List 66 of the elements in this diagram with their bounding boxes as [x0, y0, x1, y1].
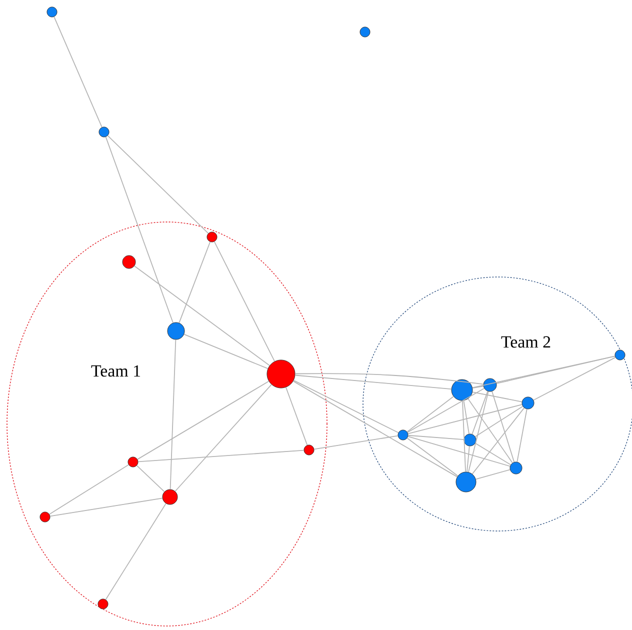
- network-link: [50, 498, 163, 517]
- network-link: [533, 356, 616, 401]
- network-link: [170, 339, 176, 490]
- network-link: [462, 400, 466, 472]
- network-link: [134, 266, 270, 366]
- network-link: [294, 374, 452, 390]
- network-link: [474, 442, 512, 466]
- network-node: [98, 126, 110, 138]
- network-link: [463, 400, 470, 434]
- network-link: [475, 469, 510, 480]
- network-link: [294, 373, 484, 385]
- network-node: [266, 360, 296, 388]
- network-node: [398, 430, 408, 440]
- network-node: [128, 456, 138, 468]
- network-link: [136, 465, 165, 492]
- network-link: [314, 435, 398, 450]
- network-link: [406, 396, 454, 432]
- network-link: [184, 334, 268, 370]
- network-link: [137, 380, 270, 460]
- network-link: [472, 356, 616, 388]
- network-link: [293, 380, 399, 434]
- network-node: [360, 26, 370, 38]
- network-node: [483, 378, 497, 392]
- network-link: [516, 408, 528, 462]
- network-link: [105, 136, 174, 324]
- network-node: [98, 598, 108, 610]
- network-link: [138, 450, 304, 462]
- network-node: [122, 255, 136, 269]
- network-link: [472, 386, 484, 389]
- network-node: [456, 472, 476, 492]
- network-link: [408, 436, 510, 467]
- network-link: [285, 386, 308, 446]
- network-link: [496, 356, 616, 384]
- network-link: [472, 392, 522, 402]
- team-label: Team 2: [501, 336, 550, 348]
- network-node: [522, 396, 534, 410]
- network-link: [468, 398, 513, 464]
- network-link: [107, 135, 209, 234]
- network-node: [614, 350, 626, 360]
- network-node: [464, 434, 476, 446]
- network-link: [406, 438, 458, 476]
- network-link: [408, 404, 522, 434]
- network-link: [214, 241, 276, 362]
- network-link: [474, 406, 524, 438]
- network-link: [408, 434, 464, 440]
- network-node: [162, 489, 178, 505]
- network-node: [304, 444, 314, 456]
- network-link: [472, 407, 525, 474]
- network-link: [49, 464, 129, 515]
- network-link: [292, 380, 458, 478]
- network-link: [407, 388, 485, 433]
- network-node: [510, 462, 522, 474]
- network-link: [466, 446, 470, 472]
- network-link: [468, 391, 489, 472]
- team-label: Team 1: [91, 365, 140, 377]
- network-link: [492, 390, 515, 462]
- network-node: [451, 379, 473, 401]
- network-link: [178, 241, 211, 324]
- network-node: [206, 232, 218, 242]
- network-link: [174, 384, 272, 492]
- network-link: [105, 503, 166, 600]
- network-link: [472, 390, 488, 435]
- network-node: [167, 322, 185, 340]
- network-node: [40, 512, 50, 522]
- network-node: [46, 6, 58, 18]
- network-link: [54, 16, 102, 128]
